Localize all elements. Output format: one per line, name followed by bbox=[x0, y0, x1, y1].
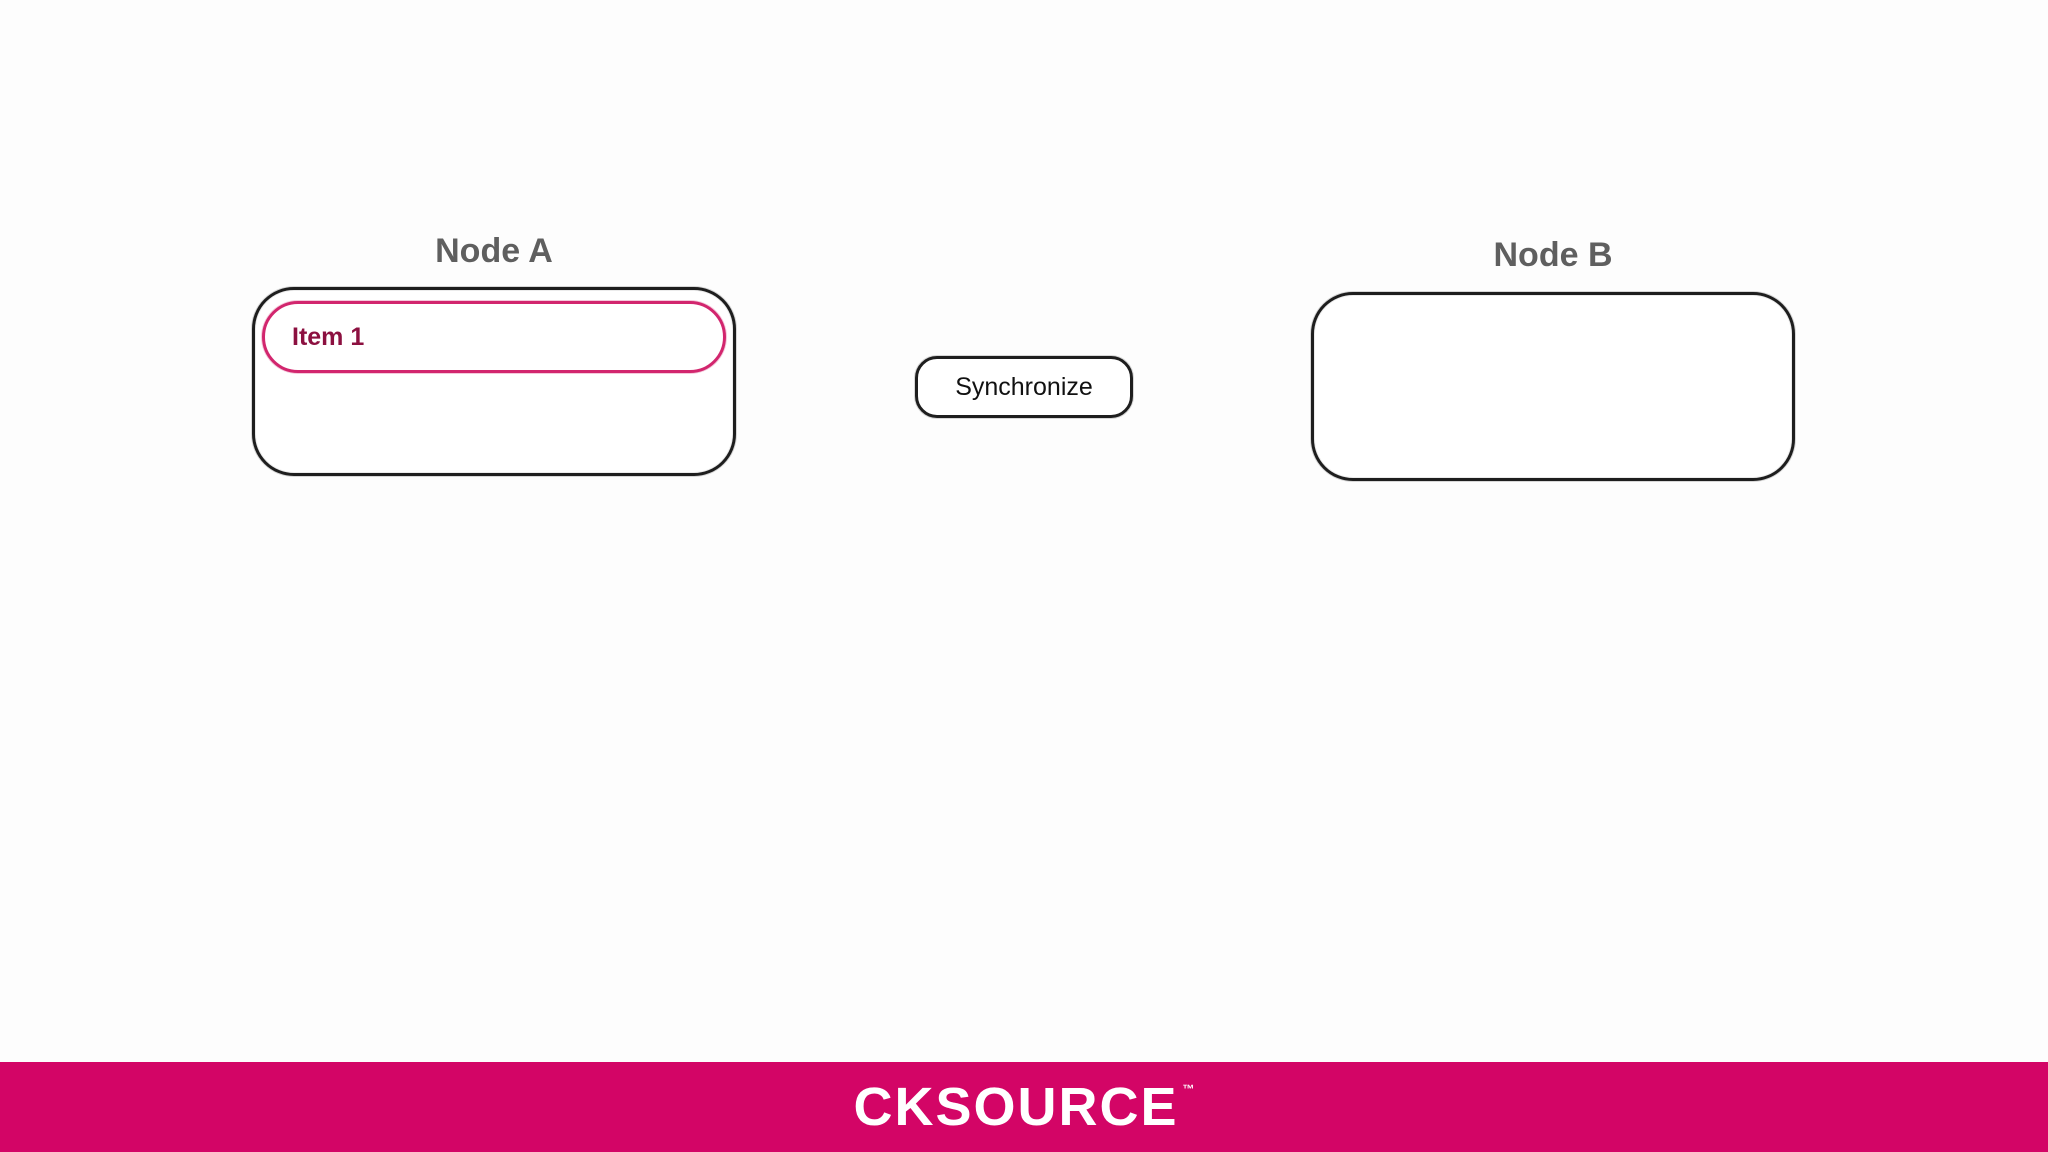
node-b-title: Node B bbox=[1493, 236, 1613, 274]
trademark-mark: ™ bbox=[1182, 1082, 1195, 1096]
item-label: Item 1 bbox=[292, 322, 365, 351]
cksource-logo: CKSOURCE ™ bbox=[853, 1076, 1194, 1138]
node-a-title: Node A bbox=[435, 232, 553, 270]
synchronize-button[interactable]: Synchronize bbox=[915, 356, 1133, 418]
footer-bar: CKSOURCE ™ bbox=[0, 1062, 2048, 1152]
logo-text: CKSOURCE bbox=[853, 1077, 1179, 1137]
node-b-box bbox=[1311, 292, 1795, 481]
node-a-item[interactable]: Item 1 bbox=[262, 301, 726, 373]
